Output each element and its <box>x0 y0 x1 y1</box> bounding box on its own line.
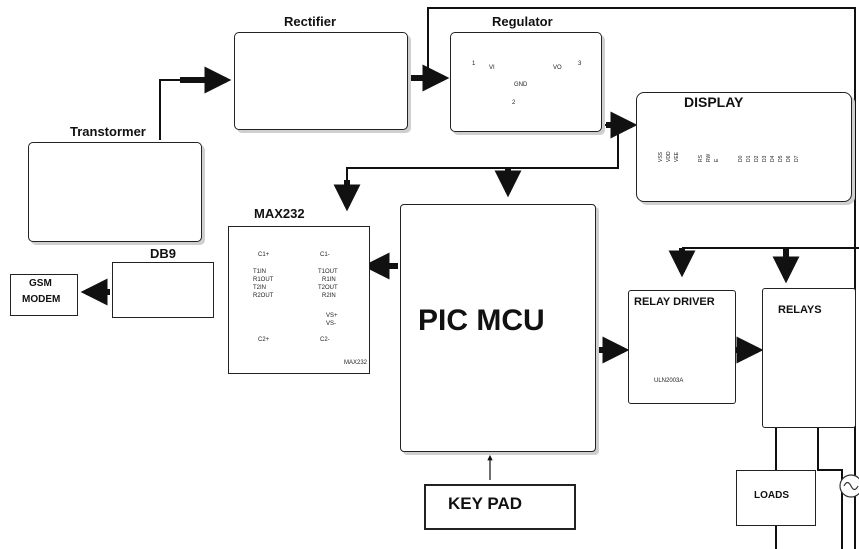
gsm-modem-label-line2: MODEM <box>22 294 61 305</box>
relays-block <box>762 288 856 428</box>
regulator-pin2: 2 <box>512 100 516 106</box>
regulator-vi: VI <box>489 65 495 71</box>
display-pin-label: VEE <box>674 151 680 162</box>
max232-vsp: VS+ <box>326 313 338 319</box>
max232-t1out: T1OUT <box>318 269 338 275</box>
display-pin-label: D0 <box>738 155 744 162</box>
display-pin-label: E <box>714 158 720 162</box>
regulator-label: Regulator <box>492 14 553 29</box>
max232-c1p: C1+ <box>258 252 270 258</box>
transformer-block <box>28 142 202 242</box>
display-pin-label: RS <box>698 155 704 162</box>
display-block <box>636 92 852 202</box>
pic-mcu-block <box>400 204 596 452</box>
regulator-pin3: 3 <box>578 61 582 67</box>
rectifier-block <box>234 32 408 130</box>
max232-label: MAX232 <box>254 206 305 221</box>
ac-source-icon <box>839 474 859 498</box>
max232-part: MAX232 <box>344 360 368 366</box>
key-pad-label: KEY PAD <box>448 494 523 513</box>
max232-block <box>228 226 370 374</box>
display-pin-label: D1 <box>746 155 752 162</box>
loads-block <box>736 470 816 526</box>
regulator-gnd: GND <box>514 82 528 88</box>
display-pin-label: D5 <box>778 155 784 162</box>
db9-block <box>112 262 214 318</box>
relay-driver-label: RELAY DRIVER <box>634 296 715 308</box>
gsm-modem-label-line1: GSM <box>29 278 52 289</box>
transformer-label: Transtormer <box>70 124 146 139</box>
relay-driver-chip-label: ULN2003A <box>654 378 684 384</box>
regulator-block <box>450 32 602 132</box>
gsm-modem-block <box>10 274 78 316</box>
display-pin-label: RW <box>706 153 712 162</box>
max232-t2in: T2IN <box>253 285 267 291</box>
display-label: DISPLAY <box>684 94 744 110</box>
max232-c1m: C1- <box>320 252 330 258</box>
display-pin-label: D2 <box>754 155 760 162</box>
max232-r2in: R2IN <box>322 293 336 299</box>
rectifier-label: Rectifier <box>284 14 337 29</box>
display-pin-label: D3 <box>762 155 768 162</box>
display-pin-label: D4 <box>770 155 776 162</box>
max232-r1in: R1IN <box>322 277 336 283</box>
relays-label: RELAYS <box>778 304 822 316</box>
max232-c2m: C2- <box>320 337 330 343</box>
regulator-vo: VO <box>553 65 562 71</box>
key-pad-block <box>424 484 576 530</box>
relay-driver-block <box>628 290 736 404</box>
display-pin-label: D6 <box>786 155 792 162</box>
display-pin-label: D7 <box>794 155 800 162</box>
display-pin-label: VSS <box>658 151 664 162</box>
display-pin-label: VDD <box>666 151 672 162</box>
pic-mcu-label: PIC MCU <box>418 304 545 337</box>
max232-vsm: VS- <box>326 321 337 327</box>
max232-c2p: C2+ <box>258 337 270 343</box>
loads-label: LOADS <box>754 490 789 501</box>
max232-t1in: T1IN <box>253 269 267 275</box>
max232-t2out: T2OUT <box>318 285 338 291</box>
max232-r2out: R2OUT <box>253 293 274 299</box>
regulator-pin1: 1 <box>472 61 476 67</box>
db9-label: DB9 <box>150 246 177 261</box>
max232-r1out: R1OUT <box>253 277 274 283</box>
